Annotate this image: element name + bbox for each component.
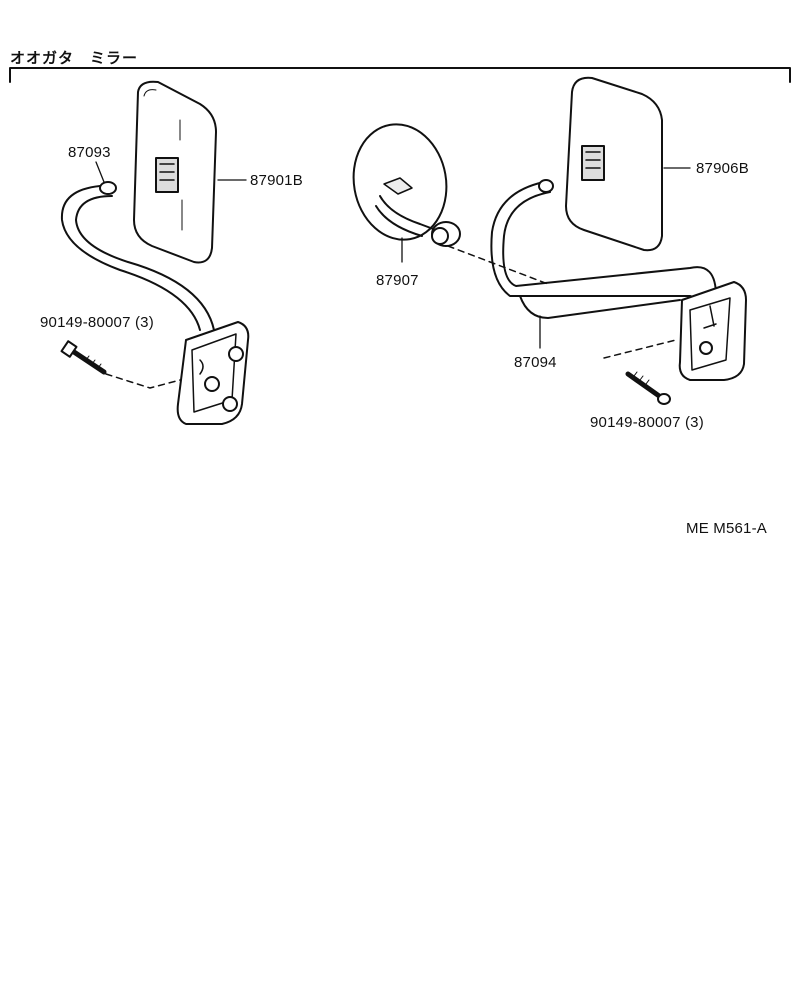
bracket-right	[678, 281, 747, 381]
bracket-left	[176, 321, 250, 425]
part-label-87906b: 87906B	[696, 160, 749, 177]
diagram-code: ME M561-A	[686, 520, 767, 537]
part-label-bolt-left: 90149-80007 (3)	[40, 314, 154, 331]
mirror-head-87906b	[565, 76, 663, 252]
dashed-line-left	[105, 373, 181, 389]
title-frame	[9, 67, 791, 83]
page-title: オオガタ ミラー	[10, 50, 139, 67]
part-label-87094: 87094	[514, 354, 557, 371]
bolt-right	[625, 371, 671, 405]
mirror-head-87901b	[133, 80, 217, 264]
round-mirror-87907	[352, 123, 461, 247]
arm-87094	[490, 179, 717, 319]
part-label-87093: 87093	[68, 144, 111, 161]
part-label-87907: 87907	[376, 272, 419, 289]
leader-lines-right	[539, 167, 691, 349]
part-label-87901b: 87901B	[250, 172, 303, 189]
arm-87093	[60, 181, 215, 331]
leader-lines-left	[95, 161, 247, 183]
bolt-left	[60, 340, 107, 375]
part-label-bolt-right: 90149-80007 (3)	[590, 414, 704, 431]
dashed-lines-right	[447, 245, 677, 359]
